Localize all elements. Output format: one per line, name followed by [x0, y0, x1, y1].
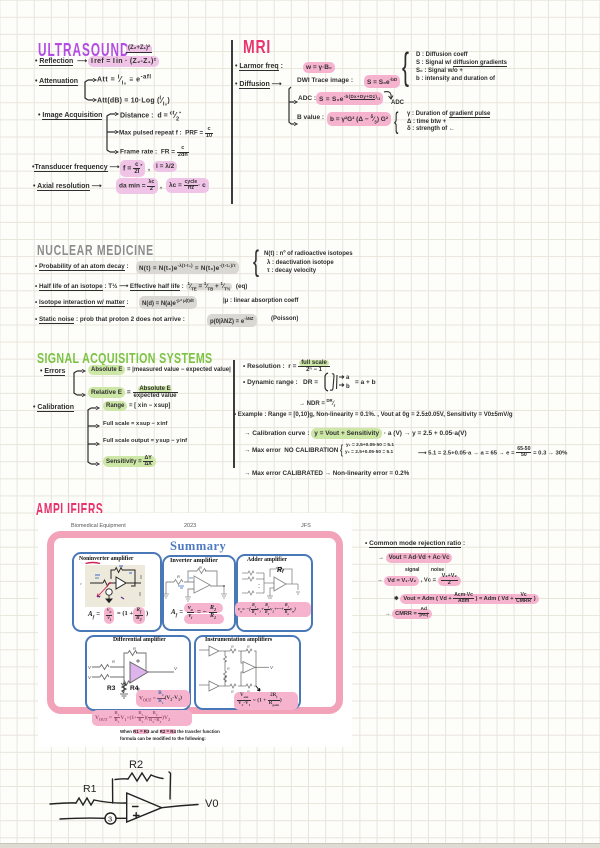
svg-text:V: V	[88, 675, 92, 680]
svg-text:R: R	[247, 645, 250, 649]
svg-text:R: R	[199, 565, 202, 570]
svg-text:R: R	[277, 567, 282, 574]
svg-text:R1: R1	[83, 783, 97, 795]
svg-text:3: 3	[108, 815, 112, 824]
svg-text:V: V	[270, 665, 274, 670]
svg-text:R2: R2	[129, 759, 143, 771]
svg-text:V: V	[174, 666, 178, 671]
svg-text:R: R	[227, 667, 230, 671]
svg-text:f: f	[282, 569, 285, 575]
svg-text:a: a	[346, 375, 350, 381]
svg-text:v: v	[80, 582, 82, 586]
svg-text:R: R	[177, 574, 180, 579]
svg-text:R: R	[231, 690, 234, 694]
svg-text:b: b	[346, 384, 350, 390]
svg-text:R: R	[133, 646, 136, 651]
svg-text:R4: R4	[130, 685, 139, 692]
svg-text:V0: V0	[205, 798, 218, 810]
svg-text:R: R	[112, 659, 115, 664]
svg-text:V: V	[88, 665, 92, 670]
svg-text:R: R	[231, 645, 234, 649]
svg-text:R3: R3	[107, 685, 116, 692]
